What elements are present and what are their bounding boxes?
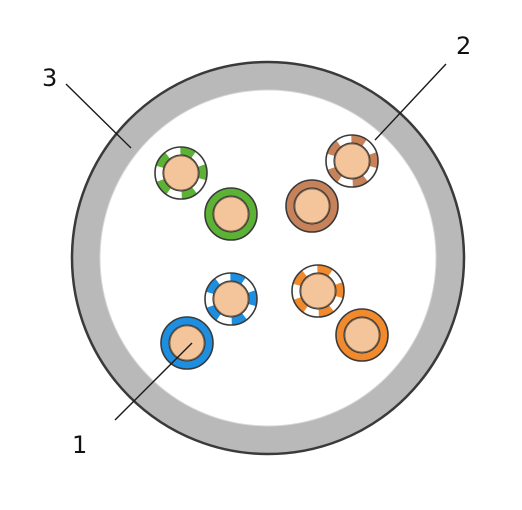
callout-label-insulation: 2 (456, 32, 471, 60)
brown-pair-striped-wire-conductor (334, 143, 370, 179)
orange-pair-solid-wire-conductor (344, 317, 380, 353)
callout-label-jacket: 3 (42, 64, 57, 92)
blue-pair-striped-wire-conductor (213, 281, 249, 317)
green-pair-solid-wire-conductor (213, 196, 249, 232)
brown-pair-solid-wire-conductor (294, 188, 330, 224)
brown-pair-solid-wire (285, 179, 339, 233)
blue-pair-striped-wire (204, 272, 258, 326)
green-pair-striped-wire-conductor (163, 155, 199, 191)
blue-pair-solid-wire (160, 316, 214, 370)
leader-line-jacket (65, 83, 132, 149)
cable-interior (99, 89, 437, 427)
orange-pair-solid-wire (335, 308, 389, 362)
twisted-pairs (154, 134, 389, 370)
green-pair-solid-wire (204, 187, 258, 241)
green-pair-striped-wire (154, 146, 208, 200)
leader-line-insulation (374, 63, 447, 141)
orange-pair-striped-wire (291, 264, 345, 318)
orange-pair-striped-wire-conductor (300, 273, 336, 309)
blue-pair-solid-wire-conductor (169, 325, 205, 361)
callout-label-conductor: 1 (72, 431, 87, 459)
brown-pair-striped-wire (325, 134, 379, 188)
leader-line-conductor (114, 342, 193, 421)
